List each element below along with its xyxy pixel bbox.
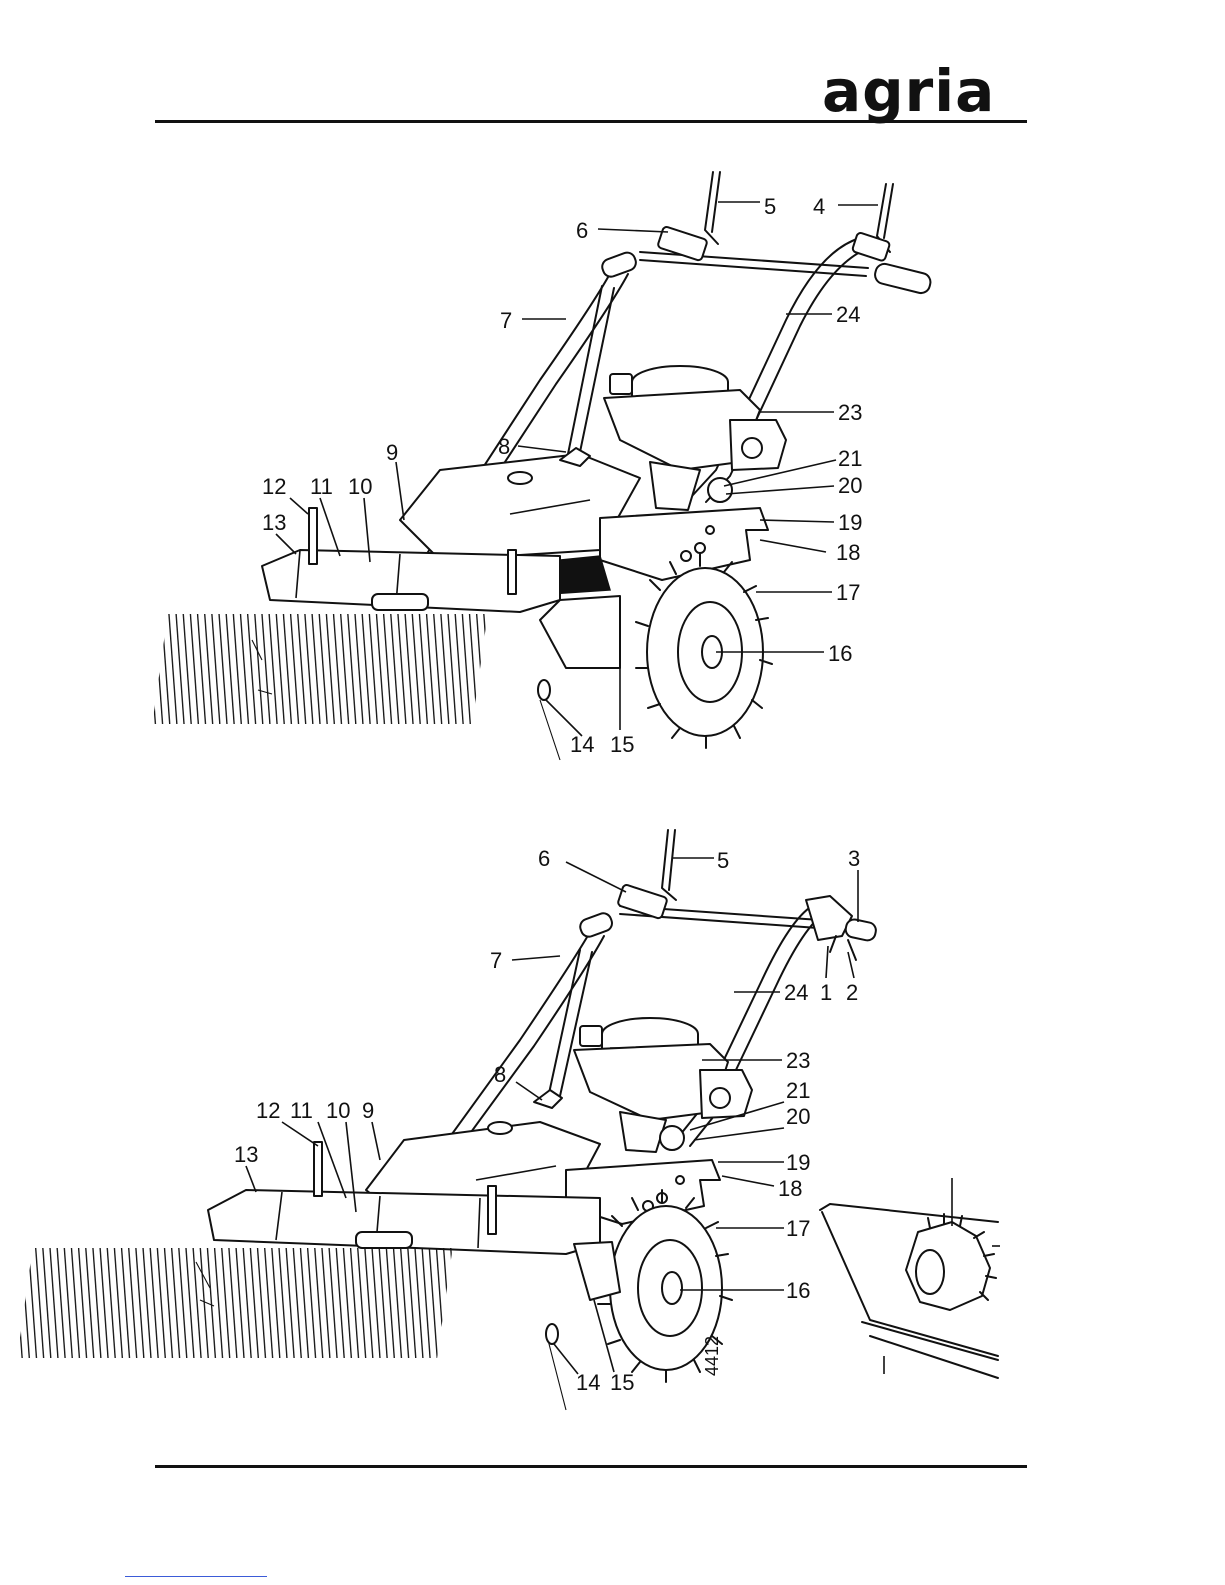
callout-label: 20 [786,1104,810,1129]
sweeper-illustration-top [152,172,932,760]
callout-label: 10 [326,1098,350,1123]
callout-label: 11 [310,474,333,499]
callout-label: 10 [348,474,372,499]
callout-label: 8 [494,1062,506,1087]
callout-label: 13 [262,510,286,535]
callout-label: 16 [786,1278,810,1303]
callout-label: 19 [786,1150,810,1175]
callout-label: 18 [836,540,860,565]
callout-label: 12 [256,1098,280,1123]
callout-label: 7 [500,308,512,333]
callout-label: 17 [836,580,860,605]
callout-label: 5 [717,848,729,873]
sweeper-illustration-bottom [17,830,1000,1410]
figure-number: 4412 [702,1336,722,1376]
callout-label: 16 [828,641,852,666]
callout-label: 3 [848,846,860,871]
callout-label: 13 [234,1142,258,1167]
callout-label: 18 [778,1176,802,1201]
callout-label: 11 [290,1098,313,1123]
callout-label: 23 [838,400,862,425]
callout-label: 4 [813,194,825,219]
callout-label: 20 [838,473,862,498]
callout-label: 12 [262,474,286,499]
callout-label: 6 [576,218,588,243]
callout-label: 24 [836,302,860,327]
callout-label: 6 [538,846,550,871]
callout-label: 17 [786,1216,810,1241]
callout-label: 9 [362,1098,374,1123]
callout-label: 2 [846,980,858,1005]
callout-label: 14 [570,732,594,757]
callout-label: 19 [838,510,862,535]
callout-label: 15 [610,732,634,757]
callout-label: 21 [838,446,862,471]
callout-label: 21 [786,1078,810,1103]
callout-label: 23 [786,1048,810,1073]
callout-label: 5 [764,194,776,219]
callout-label: 14 [576,1370,600,1395]
callout-label: 8 [498,434,510,459]
callout-label: 24 [784,980,808,1005]
callout-label: 7 [490,948,502,973]
callout-label: 1 [820,980,832,1005]
callout-label: 15 [610,1370,634,1395]
callout-label: 9 [386,440,398,465]
